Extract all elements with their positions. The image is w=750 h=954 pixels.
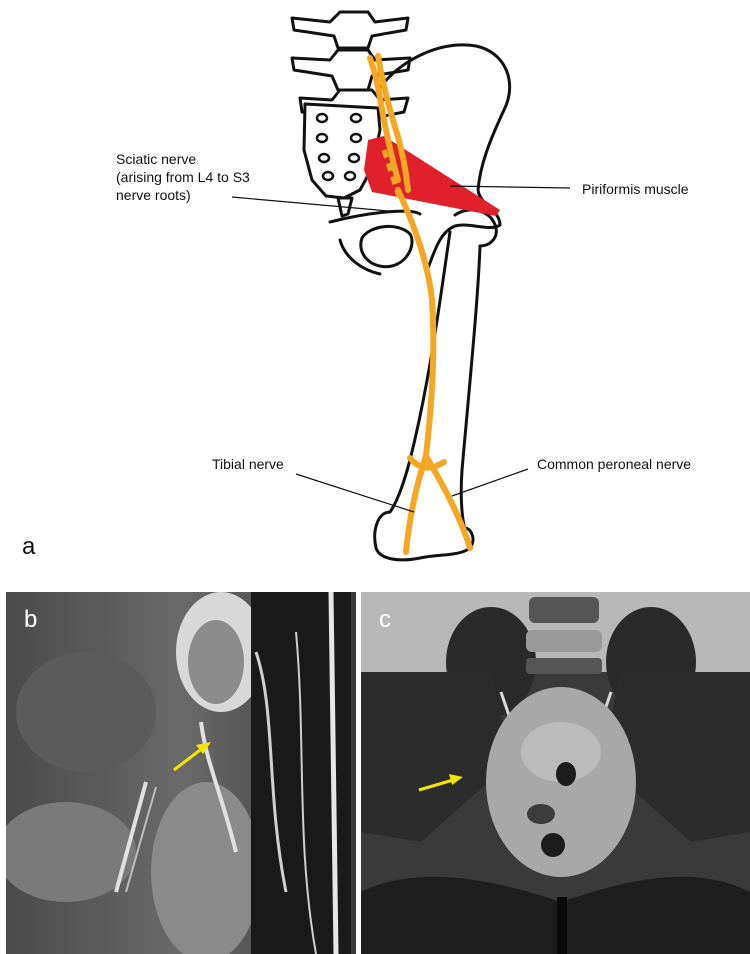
sciatic-leader-line [232,197,400,212]
tibial-leader-line [296,474,414,512]
vertebra-l4 [292,12,408,48]
sciatic-nerve-label: Sciatic nerve (arising from L4 to S3 ner… [116,150,250,204]
panel-b-letter: b [24,606,37,634]
panel-a-diagram: Sciatic nerve (arising from L4 to S3 ner… [0,0,750,580]
tibial-nerve [406,456,426,552]
common-peroneal-nerve-label: Common peroneal nerve [537,455,691,473]
panel-b-mri: b [6,592,356,954]
obturator-ring [361,226,412,266]
mri-sagittal-image [6,592,356,954]
tibial-nerve-label: Tibial nerve [212,455,284,473]
panel-c-letter: c [379,606,391,634]
peroneal-leader-line [452,469,528,496]
mri-coronal-image [361,592,750,954]
piriformis-muscle-label: Piriformis muscle [582,180,689,198]
pelvis-femur-drawing [0,0,750,580]
piriformis-leader-line [450,186,570,188]
panel-c-mri: c [361,592,750,954]
vertebra-l5 [292,50,410,90]
femur-lateral [461,246,480,534]
panel-a-letter: a [22,533,35,561]
